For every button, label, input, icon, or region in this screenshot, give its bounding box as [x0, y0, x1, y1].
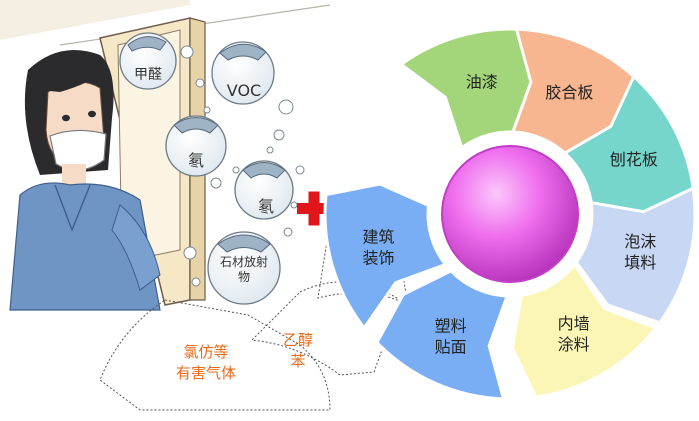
radon-label-1: 氡: [188, 151, 204, 170]
wheel-center-circle: [441, 145, 579, 283]
wheel-label-foam-2: 填料: [624, 253, 656, 272]
bubble-stone-radiation: 石材放射物: [207, 231, 281, 305]
ceiling: [0, 0, 190, 40]
stone-radiation-label: 石材放射物: [219, 255, 268, 284]
wheel-label-paint-1: 油漆: [466, 72, 498, 91]
fan-outer-outline: [99, 299, 331, 411]
wheel-label-building-decor-2: 装饰: [362, 248, 394, 267]
wheel-label-building-decor-1: 建筑: [362, 227, 394, 246]
wheel-label-wall-coating-2: 涂料: [558, 335, 590, 354]
fan-middle-outline: [250, 281, 401, 376]
formaldehyde-label: 甲醛: [134, 67, 162, 83]
plus-icon-large: [297, 191, 331, 226]
woman-figure: [9, 50, 161, 311]
wheel-segment-building-decor: [323, 182, 448, 331]
cartoon-scene: [0, 0, 331, 311]
bubble-radon-2: 氡: [234, 160, 294, 220]
wheel-label-plastic-veneer-1: 塑料: [435, 316, 467, 335]
fan-middle-line-2: 苯: [290, 352, 305, 370]
radon-label-2: 氡: [258, 197, 274, 216]
pollutant-bubbles: 甲醛 VOC 氡 氡 石材放射物: [119, 32, 305, 305]
wheel-segment-plastic-veneer: [375, 269, 510, 401]
bubble-voc: VOC: [211, 41, 275, 105]
wheel-segment-wall-coating: [510, 261, 659, 399]
wheel-segment-foam: [574, 186, 697, 325]
bubble-radon-1: 氡: [165, 115, 227, 177]
voc-label: VOC: [227, 81, 261, 100]
fan-outer-line-2: 有害气体: [176, 364, 236, 382]
bubble-formaldehyde: 甲醛: [119, 32, 177, 90]
wheel-label-wall-coating-1: 内墙: [558, 314, 590, 333]
wheel-label-particleboard-1: 刨花板: [610, 150, 658, 169]
fan-outer-line-1: 氯仿等: [183, 343, 228, 361]
wheel-label-plywood-1: 胶合板: [545, 83, 593, 102]
fan-middle-line-1: 乙醇: [283, 331, 313, 349]
wheel-segments: [323, 27, 697, 401]
wheel-label-plastic-veneer-2: 贴面: [435, 337, 467, 356]
wheel-label-foam-1: 泡沫: [624, 232, 656, 251]
